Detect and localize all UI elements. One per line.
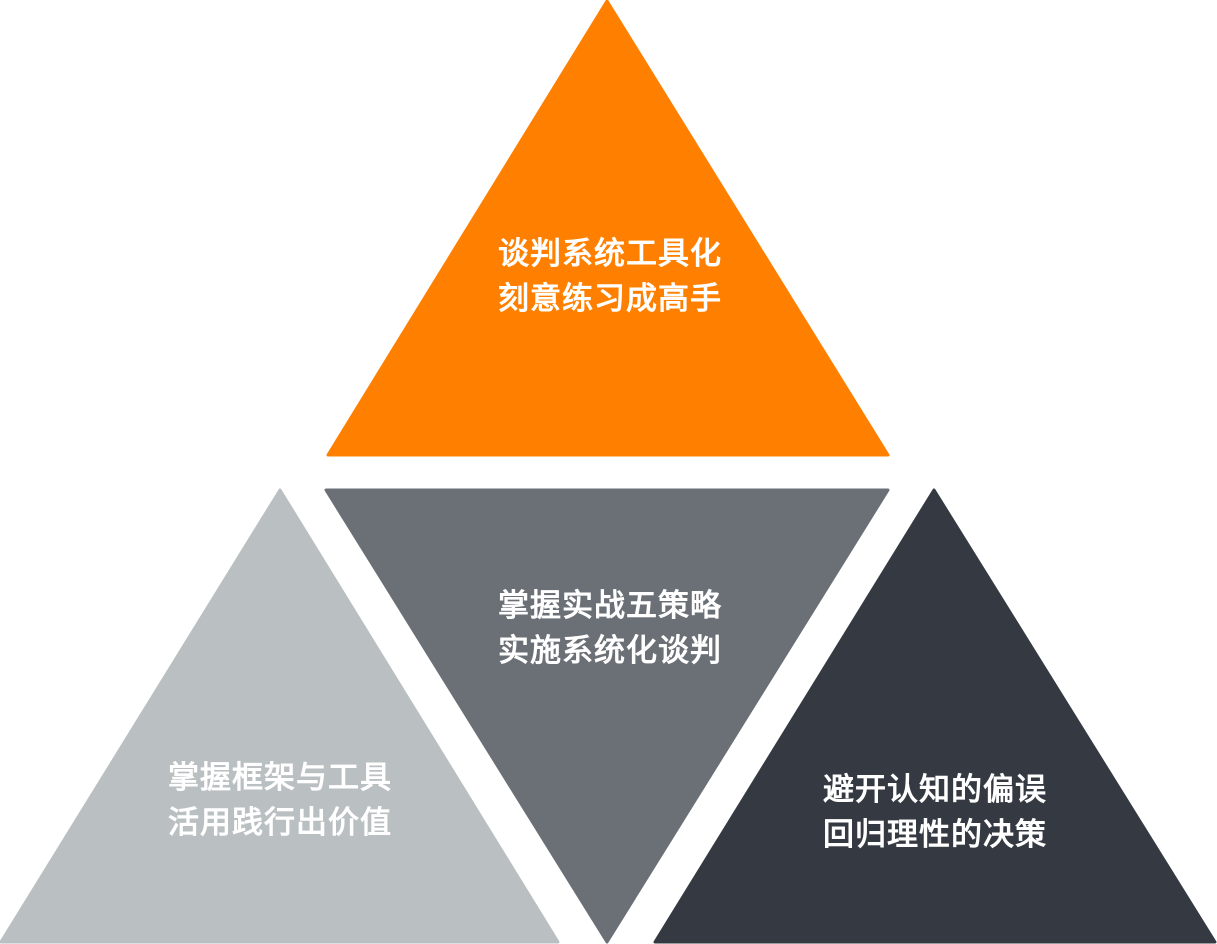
right-triangle (653, 488, 1217, 944)
top-triangle (326, 0, 890, 457)
right-segment-label: 避开认知的偏误 回归理性的决策 (795, 768, 1075, 858)
left-label-line2: 活用践行出价值 (168, 805, 392, 841)
left-label-line1: 掌握框架与工具 (168, 760, 392, 796)
left-triangle (0, 488, 560, 944)
center-inverted-triangle (324, 488, 890, 944)
center-segment-label: 掌握实战五策略 实施系统化谈判 (470, 584, 750, 674)
right-label-line1: 避开认知的偏误 (823, 772, 1047, 808)
right-label-line2: 回归理性的决策 (823, 817, 1047, 853)
top-segment-label: 谈判系统工具化 刻意练习成高手 (470, 232, 750, 322)
center-label-line2: 实施系统化谈判 (498, 633, 722, 669)
top-label-line1: 谈判系统工具化 (498, 236, 722, 272)
center-label-line1: 掌握实战五策略 (498, 588, 722, 624)
left-segment-label: 掌握框架与工具 活用践行出价值 (140, 756, 420, 846)
top-label-line2: 刻意练习成高手 (498, 281, 722, 317)
